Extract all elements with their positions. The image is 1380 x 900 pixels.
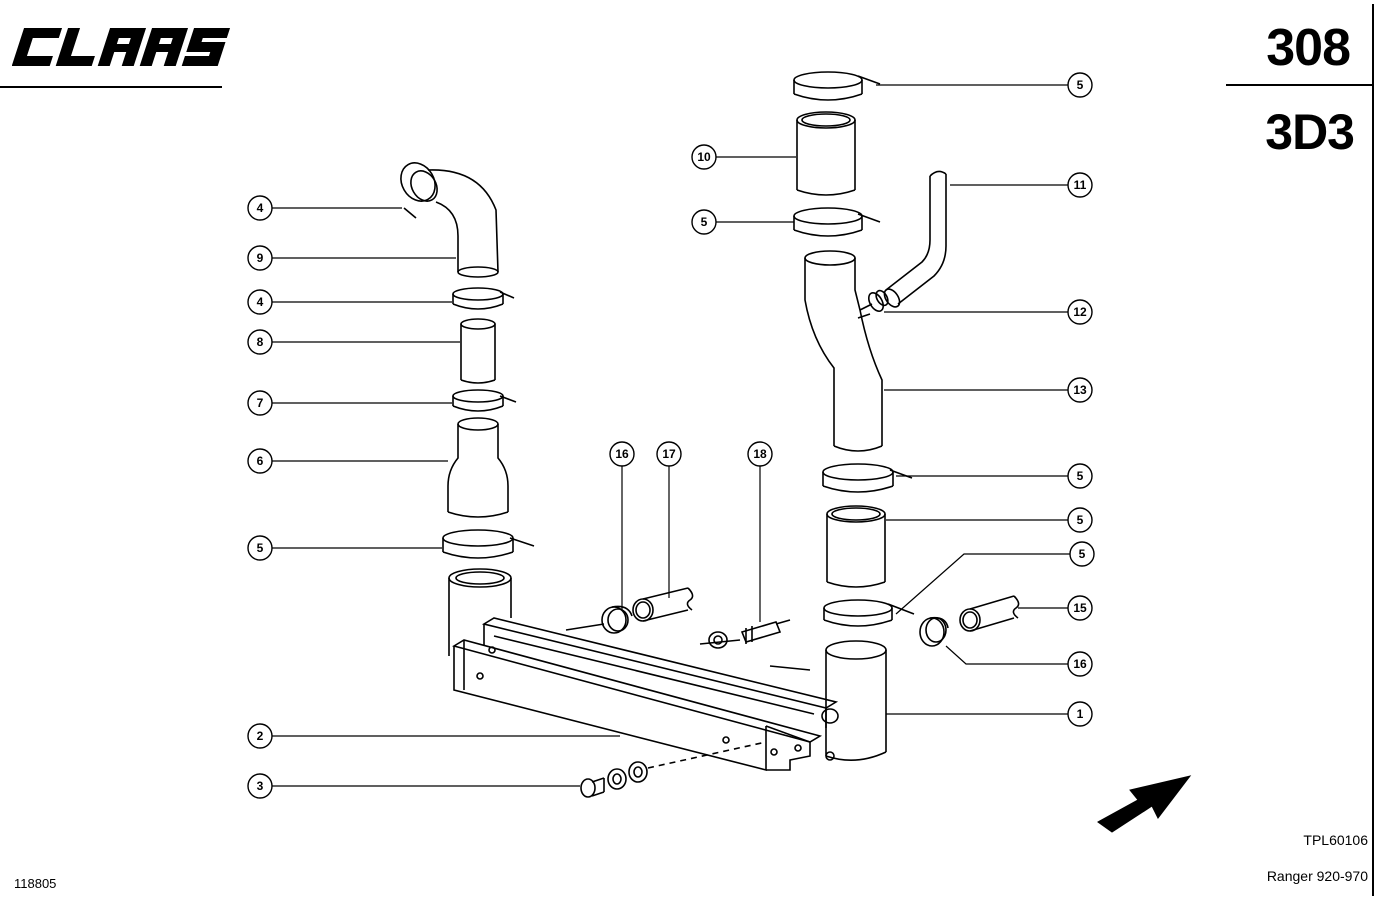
sheet-border xyxy=(1372,4,1374,896)
part-2-bracket xyxy=(451,639,823,772)
callout-17: 17 xyxy=(656,441,682,467)
svg-text:15: 15 xyxy=(1073,601,1087,615)
page-number: 308 xyxy=(1266,19,1351,77)
svg-text:5: 5 xyxy=(1077,78,1084,92)
callout-5-mid: 5 xyxy=(691,209,717,235)
callout-16-left: 16 xyxy=(609,441,635,467)
leader-lines xyxy=(272,84,1070,787)
part-4-clamp-upper xyxy=(400,162,438,219)
page-number-divider xyxy=(1226,84,1372,86)
svg-text:13: 13 xyxy=(1073,383,1087,397)
callout-18: 18 xyxy=(747,441,773,467)
svg-text:12: 12 xyxy=(1073,305,1087,319)
callout-15: 15 xyxy=(1067,595,1093,621)
svg-text:2: 2 xyxy=(257,729,264,743)
part-7-clamp xyxy=(452,389,517,412)
drawing-code: TPL60106 xyxy=(1303,832,1368,848)
callout-4-upper: 4 xyxy=(247,195,273,221)
part-5-clamp-bottom xyxy=(823,599,915,627)
part-12-clamp xyxy=(867,289,889,312)
part-5-clamp-mid xyxy=(793,207,881,237)
part-10-hose xyxy=(796,111,856,196)
callout-6: 6 xyxy=(247,448,273,474)
callout-11: 11 xyxy=(1067,172,1093,198)
svg-text:16: 16 xyxy=(1073,657,1087,671)
callout-3: 3 xyxy=(247,773,273,799)
part-4-clamp xyxy=(452,287,515,310)
part-11-bent-pipe xyxy=(883,170,947,308)
callout-8: 8 xyxy=(247,329,273,355)
callout-2: 2 xyxy=(247,723,273,749)
svg-text:4: 4 xyxy=(257,201,264,215)
claas-logo xyxy=(12,28,231,66)
callout-9: 9 xyxy=(247,245,273,271)
callout-1: 1 xyxy=(1067,701,1093,727)
callout-5-top: 5 xyxy=(1067,72,1093,98)
svg-text:5: 5 xyxy=(257,541,264,555)
svg-text:18: 18 xyxy=(753,447,767,461)
callout-7: 7 xyxy=(247,390,273,416)
callout-5-lower: 5 xyxy=(1067,463,1093,489)
svg-text:10: 10 xyxy=(697,150,711,164)
part-3-bolt-washers xyxy=(580,741,767,798)
svg-text:9: 9 xyxy=(257,251,264,265)
part-13-y-hose xyxy=(804,250,883,452)
model-label: Ranger 920-970 xyxy=(1266,868,1368,884)
part-5-clamp-top xyxy=(793,71,881,101)
svg-text:3: 3 xyxy=(257,779,264,793)
svg-text:16: 16 xyxy=(615,447,629,461)
svg-text:8: 8 xyxy=(257,335,264,349)
part-17-hose xyxy=(632,587,694,622)
callout-14: 5 xyxy=(1067,507,1093,533)
callout-bubbles: 4 9 4 8 7 6 5 2 3 10 5 16 17 18 5 11 12 … xyxy=(247,72,1095,799)
part-9-elbow-hose xyxy=(427,169,499,278)
callout-4-lower: 4 xyxy=(247,289,273,315)
direction-arrow-icon xyxy=(1097,775,1192,833)
svg-text:11: 11 xyxy=(1074,178,1087,192)
callout-13: 13 xyxy=(1067,377,1093,403)
svg-text:5: 5 xyxy=(1079,547,1086,561)
part-6-reducer-hose xyxy=(447,417,509,518)
callout-16-right: 16 xyxy=(1067,651,1093,677)
part-5-clamp-lower xyxy=(822,463,913,493)
svg-text:4: 4 xyxy=(257,295,264,309)
svg-text:1: 1 xyxy=(1077,707,1084,721)
svg-text:5: 5 xyxy=(701,215,708,229)
part-1-right-tube xyxy=(825,640,887,761)
svg-text:6: 6 xyxy=(257,454,264,468)
svg-text:5: 5 xyxy=(1077,469,1084,483)
part-5-clamp-left xyxy=(442,529,535,559)
svg-text:7: 7 xyxy=(257,396,264,410)
callout-5-bottom: 5 xyxy=(1069,541,1095,567)
part-1-left-tube xyxy=(448,568,512,656)
callout-10: 10 xyxy=(691,144,717,170)
callout-12: 12 xyxy=(1067,299,1093,325)
part-18-sensor xyxy=(708,619,791,649)
logo-underline xyxy=(0,86,222,88)
svg-text:5: 5 xyxy=(1077,513,1084,527)
callout-5-left: 5 xyxy=(247,535,273,561)
part-8-hose xyxy=(460,318,496,384)
part-16-cap-left xyxy=(601,605,633,634)
part-15-hose xyxy=(959,595,1020,632)
part-14-hose xyxy=(826,505,886,588)
section-code: 3D3 xyxy=(1265,104,1355,160)
svg-text:17: 17 xyxy=(662,447,676,461)
part-16-cap-right xyxy=(919,616,949,647)
doc-number: 118805 xyxy=(14,876,57,891)
